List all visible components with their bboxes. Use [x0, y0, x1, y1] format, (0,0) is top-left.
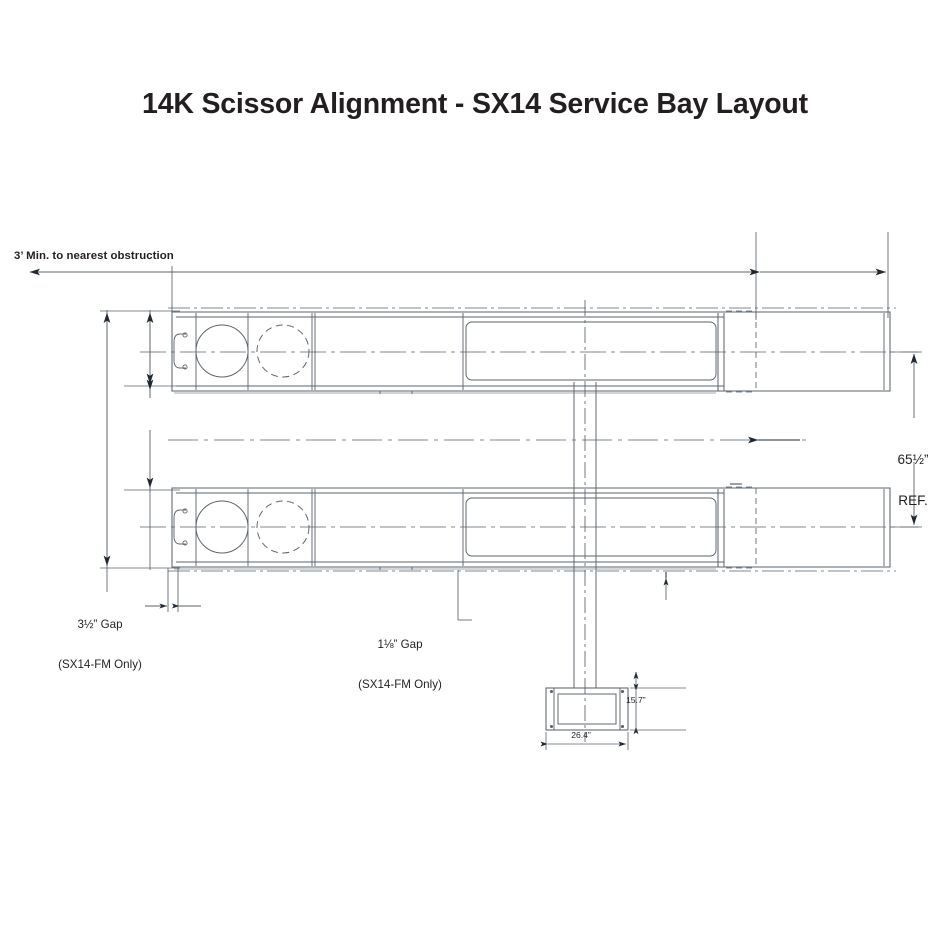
- annotation-gap-b: 1⅛” Gap (SX14-FM Only): [330, 612, 470, 718]
- annotation-runway-spacing: 65½” REF.: [882, 425, 944, 536]
- lower-runway: [140, 483, 918, 572]
- dimension-left-stack: [103, 312, 154, 566]
- annotation-console-width: 26.4”: [571, 730, 591, 740]
- annotation-gap-b-line1: 1⅛” Gap: [377, 638, 423, 652]
- dimension-console-width: [540, 732, 629, 750]
- annotation-runway-spacing-ref: REF.: [898, 493, 928, 509]
- dimension-gap-b: [457, 570, 669, 621]
- annotation-gap-a-line1: 3½” Gap: [77, 618, 123, 632]
- annotation-gap-a: 3½” Gap (SX14-FM Only): [30, 592, 170, 698]
- annotation-gap-a-line2: (SX14-FM Only): [58, 658, 142, 672]
- dimension-gap-a: [145, 568, 201, 612]
- projection-lines: [100, 232, 922, 592]
- annotation-min-obstruction: 3’ Min. to nearest obstruction: [14, 250, 174, 262]
- dimension-console-height: [630, 671, 686, 735]
- annotation-gap-b-line2: (SX14-FM Only): [358, 678, 442, 692]
- annotation-runway-spacing-value: 65½”: [897, 451, 929, 467]
- control-console: [545, 687, 629, 731]
- page-title: 14K Scissor Alignment - SX14 Service Bay…: [142, 88, 808, 120]
- annotation-console-height: 15.7”: [626, 695, 646, 705]
- upper-runway: [140, 307, 918, 394]
- center-channel: [573, 382, 597, 688]
